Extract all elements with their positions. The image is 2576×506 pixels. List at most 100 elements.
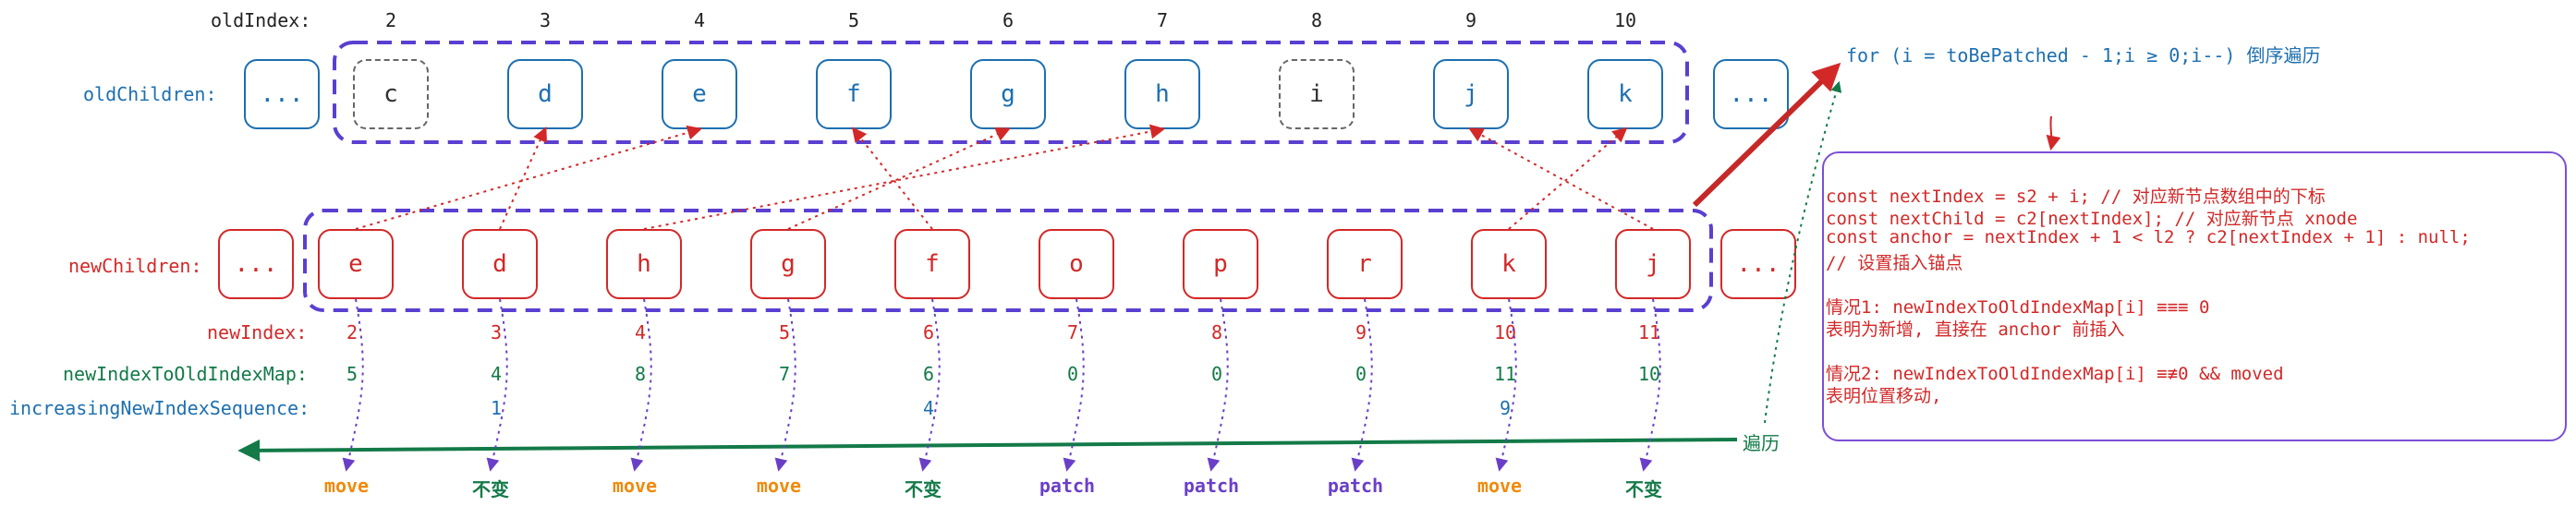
loop-description: for (i = toBePatched - 1;i ≥ 0;i--) 倒序遍历 [1846,44,2321,66]
map-value: 0 [1355,363,1367,385]
action-label: 不变 [472,478,509,500]
new-node-r: r [1327,229,1403,299]
old-index-value: 10 [1613,9,1637,31]
action-label: move [612,475,658,497]
mapping-line-e [355,125,703,230]
new-node-k: k [1471,229,1547,299]
old-node-d: d [507,59,583,129]
sequence-value: 9 [1499,397,1512,419]
new-node-h: h [606,229,682,299]
old-node-c: c [353,59,429,129]
new-index-value: 5 [778,321,791,343]
action-line [1639,298,1661,472]
map-value: 4 [490,363,503,385]
new-index-value: 8 [1210,321,1223,343]
map-value: 8 [634,363,647,385]
new-ellipsis-right: ... [1720,229,1796,299]
map-value: 6 [922,363,935,385]
action-label: 不变 [1625,478,1662,500]
mapping-line-d [499,126,547,230]
old-node-e: e [662,59,737,129]
new-index-value: 10 [1493,321,1517,343]
new-index-value: 7 [1066,321,1079,343]
new-index-value: 2 [346,321,358,343]
sequence-value: 1 [490,397,503,419]
new-node-p: p [1183,229,1258,299]
old-ellipsis-right: ... [1713,59,1789,129]
case2-title: 情况2: newIndexToOldIndexMap[i] ≡≢0 && mov… [1826,364,2284,384]
new-index-value: 3 [490,321,503,343]
mapping-line-k [1508,126,1628,230]
old-index-value: 6 [1002,9,1015,31]
new-index-value: 11 [1637,321,1661,343]
map-value: 5 [346,363,358,385]
old-index-value: 9 [1464,9,1477,31]
new-ellipsis-left: ... [218,229,294,299]
case1-title: 情况1: newIndexToOldIndexMap[i] ≡≡≡ 0 [1826,297,2210,318]
map-value: 0 [1210,363,1223,385]
action-label: 不变 [905,478,942,500]
traverse-label: 遍历 [1743,432,1780,454]
old-node-i: i [1279,59,1355,129]
action-line [918,298,941,472]
map-value: 10 [1637,363,1661,385]
new-node-j: j [1615,229,1691,299]
action-line [774,298,796,472]
map-value: 7 [778,363,791,385]
info-line-3: const anchor = nextIndex + 1 < l2 ? c2[n… [1826,227,2471,247]
new-node-o: o [1039,229,1114,299]
action-label: move [323,475,370,497]
info-box: const nextIndex = s2 + i; // 对应新节点数组中的下标… [1822,151,2567,441]
action-line [1495,298,1517,472]
loop-down-arrow [2046,115,2061,151]
map-value: 11 [1493,363,1517,385]
new-group-frame [303,209,1713,312]
new-node-d: d [462,229,538,299]
traverse-arrow [237,438,1738,462]
action-label: patch [1039,475,1096,497]
action-line [342,298,364,472]
new-index-value: 4 [634,321,647,343]
map-value: 0 [1066,363,1079,385]
mapping-line-h [643,124,1166,230]
new-node-g: g [750,229,826,299]
action-line [486,298,508,472]
new-index-label: newIndex: [207,321,308,343]
action-line [1351,298,1373,472]
action-line [1207,298,1229,472]
action-label: patch [1183,475,1240,497]
old-index-value: 5 [847,9,860,31]
new-children-label: newChildren: [68,255,202,277]
info-line-4: // 设置插入锚点 [1826,253,1963,273]
case1-desc: 表明为新增, 直接在 anchor 前插入 [1826,319,2125,340]
old-index-value: 7 [1156,9,1169,31]
case2-desc: 表明位置移动, [1826,386,1942,406]
old-node-h: h [1124,59,1200,129]
old-node-k: k [1587,59,1663,129]
action-label: move [756,475,802,497]
new-node-f: f [894,229,970,299]
new-index-value: 9 [1355,321,1367,343]
action-line [1063,298,1085,472]
sequence-value: 4 [922,397,935,419]
info-line-1: const nextIndex = s2 + i; // 对应新节点数组中的下标 [1826,187,2326,207]
old-index-value: 3 [539,9,552,31]
action-label: move [1476,475,1523,497]
old-children-label: oldChildren: [83,83,217,105]
sequence-label: increasingNewIndexSequence: [9,397,310,419]
old-index-label: oldIndex: [211,9,311,31]
action-label: patch [1327,475,1384,497]
old-group-frame [333,41,1689,144]
mapping-line-f [852,126,933,230]
loop-pointer-arrow [1692,62,1841,208]
old-ellipsis-left: ... [244,59,320,129]
old-index-value: 4 [693,9,706,31]
new-index-value: 6 [922,321,935,343]
new-node-e: e [318,229,394,299]
old-index-value: 8 [1310,9,1323,31]
traverse-dotted-line [1764,80,1842,424]
info-line-2: const nextChild = c2[nextIndex]; // 对应新节… [1826,209,2358,229]
mapping-line-g [787,127,1011,230]
old-index-value: 2 [384,9,397,31]
